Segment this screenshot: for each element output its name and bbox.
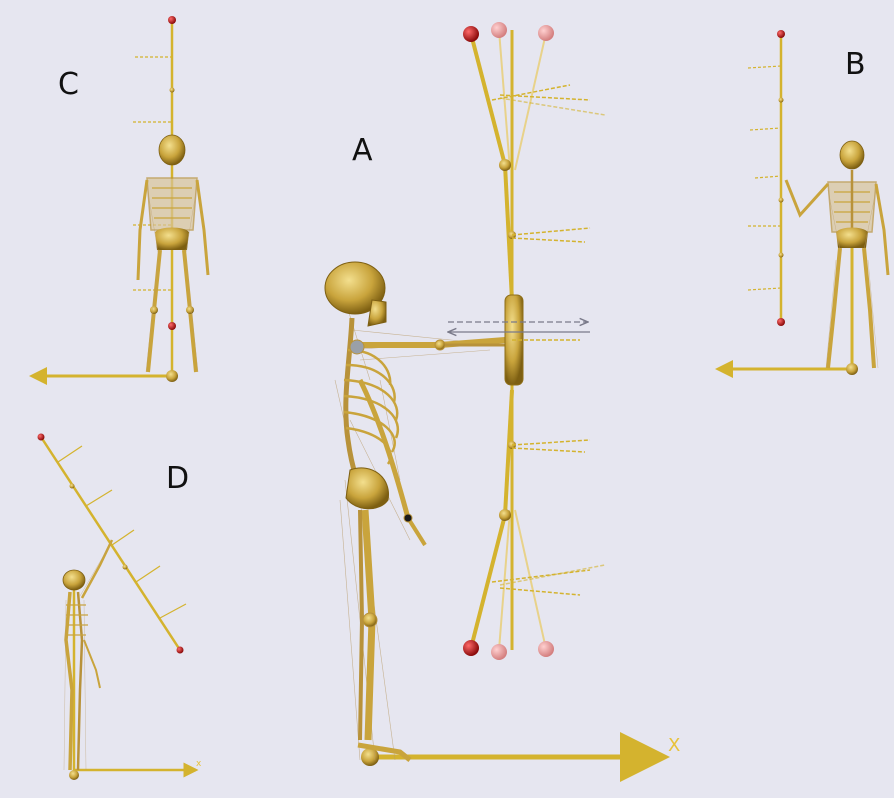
panel-d (38, 434, 197, 781)
origin-joint (361, 748, 379, 766)
skeleton-front-view-b (786, 141, 888, 368)
panel-b (718, 30, 888, 375)
skeleton-side-view-d (63, 540, 112, 770)
skeleton-side-view (325, 262, 505, 760)
panel-c (32, 16, 208, 382)
panel-a (325, 22, 660, 766)
